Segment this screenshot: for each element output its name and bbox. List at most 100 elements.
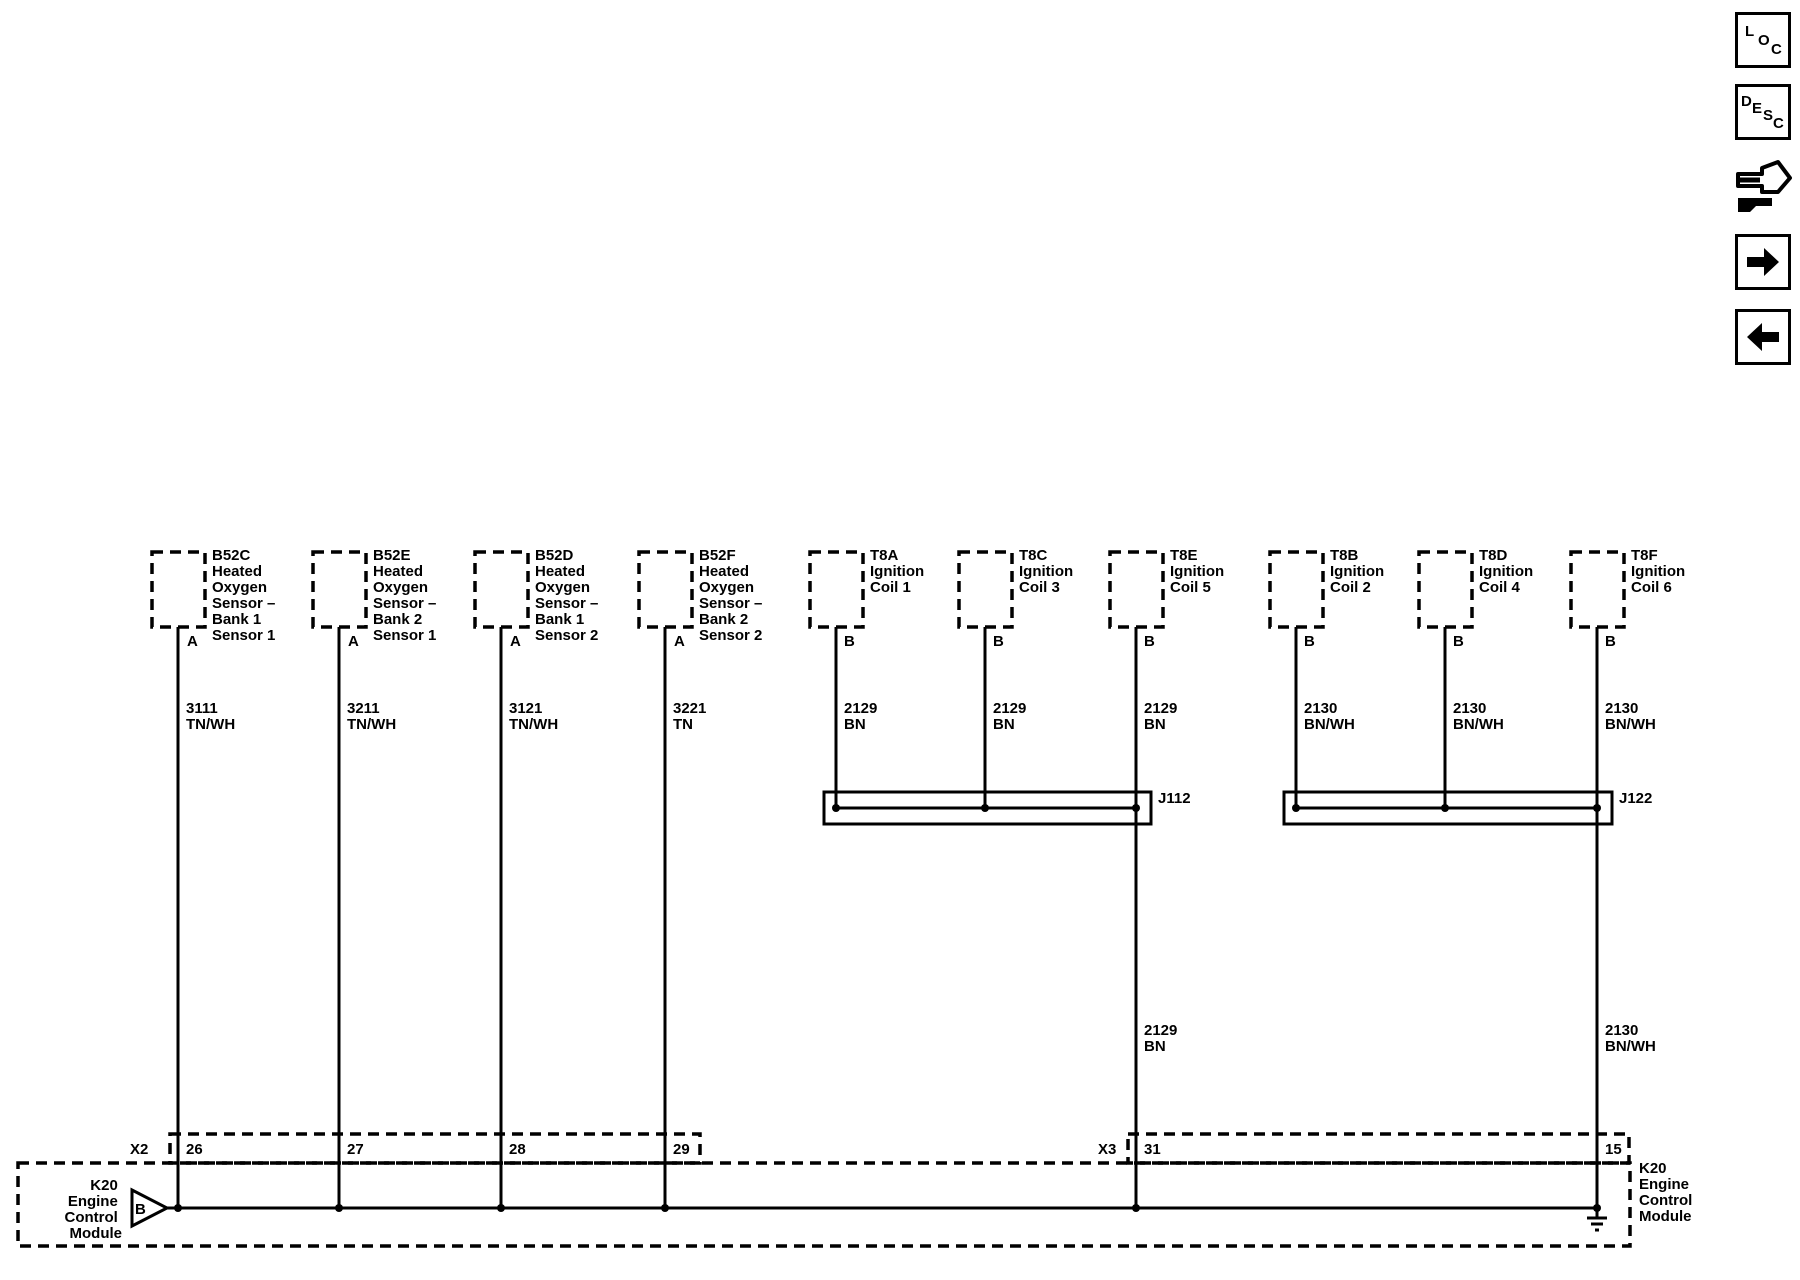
component-box-b52d [473,550,530,629]
ecm-pin-26: 26 [186,1141,203,1158]
component-box-b52f [637,550,694,629]
splice-node [1593,804,1601,812]
bus-node [174,1204,182,1212]
component-box-t8b [1268,550,1325,629]
pin-label-b52c: A [187,633,198,650]
pin-label-t8d: B [1453,633,1464,650]
splice-label-j122: J122 [1619,790,1652,807]
pin-label-t8f: B [1605,633,1616,650]
ecm-pin-31: 31 [1144,1141,1161,1158]
pin-label-t8a: B [844,633,855,650]
circuit-label-3111: 3111 TN/WH [186,700,235,733]
description-icon: D E S C [1741,93,1784,132]
splice-node [832,804,840,812]
location-button[interactable]: L O C [1735,12,1791,68]
svg-text:C: C [1773,115,1784,132]
component-label-b52e: B52E Heated Oxygen Sensor – Bank 2 Senso… [373,547,441,644]
pin-label-b52d: A [510,633,521,650]
component-labels: B52C Heated Oxygen Sensor – Bank 1 Senso… [212,547,1689,644]
next-page-button[interactable] [1735,234,1791,290]
ground-icon [1587,1208,1607,1232]
component-label-t8f: T8F Ignition Coil 6 [1631,547,1689,596]
bus-node [1132,1204,1140,1212]
connector-box-x3 [1126,1132,1631,1165]
connector-label-x2: X2 [130,1141,148,1158]
circuit-label-2129-coil5: 2129 BN [1144,700,1182,733]
circuit-label-3211: 3211 TN/WH [347,700,396,733]
svg-text:L: L [1745,23,1754,40]
component-label-b52d: B52D Heated Oxygen Sensor – Bank 1 Senso… [535,547,603,644]
pin-label-b52f: A [674,633,685,650]
ecm-reference-triangle-icon [130,1187,171,1229]
connector-x3: X3 31 15 [1098,1132,1631,1165]
connector-tool-button[interactable] [1732,154,1796,218]
wires [167,627,1599,1210]
svg-text:E: E [1752,100,1762,117]
circuit-label-3221: 3221 TN [673,700,711,733]
splice-label-j112: J112 [1158,790,1191,807]
component-box-b52c [150,550,207,629]
bus-node [661,1204,669,1212]
arrow-right-icon [1747,248,1779,276]
component-box-b52e [311,550,368,629]
component-label-t8e: T8E Ignition Coil 5 [1170,547,1228,596]
circuit-label-2130-lower: 2130 BN/WH [1605,1022,1656,1055]
ecm-pin-28: 28 [509,1141,526,1158]
description-button[interactable]: D E S C [1735,84,1791,140]
component-box-t8e [1108,550,1165,629]
component-label-b52c: B52C Heated Oxygen Sensor – Bank 1 Senso… [212,547,280,644]
circuit-label-2130-coil4: 2130 BN/WH [1453,700,1504,733]
circuit-labels: 3111 TN/WH 3211 TN/WH 3121 TN/WH 3221 TN… [186,700,1656,1055]
component-box-t8f [1569,550,1626,629]
splice-j122: J122 [1282,790,1652,826]
splice-j112: J112 [822,790,1191,826]
splice-node [1292,804,1300,812]
component-label-t8b: T8B Ignition Coil 2 [1330,547,1388,596]
ecm-pin-29: 29 [673,1141,690,1158]
bus-node [335,1204,343,1212]
svg-text:D: D [1741,93,1752,110]
ecm-pin-27: 27 [347,1141,364,1158]
circuit-label-3121: 3121 TN/WH [509,700,558,733]
ecm-label-right: K20 Engine Control Module [1639,1160,1697,1225]
ecm-label-left: K20 Engine Control Module [65,1177,123,1242]
component-label-b52f: B52F Heated Oxygen Sensor – Bank 2 Senso… [699,547,767,644]
connector-tool-icon [1736,160,1792,212]
circuit-label-2129-lower: 2129 BN [1144,1022,1182,1055]
connector-label-x3: X3 [1098,1141,1116,1158]
pin-label-t8b: B [1304,633,1315,650]
splice-node [1441,804,1449,812]
splice-box-j122 [1282,790,1614,826]
component-label-t8c: T8C Ignition Coil 3 [1019,547,1077,596]
svg-text:S: S [1763,107,1773,124]
ecm-box [16,1161,1632,1248]
arrow-left-icon [1747,323,1779,351]
connector-x2: X2 26 27 28 29 [130,1132,702,1165]
circuit-label-2130-coil2: 2130 BN/WH [1304,700,1355,733]
component-box-t8c [957,550,1014,629]
splice-node [1132,804,1140,812]
circuit-label-2130-coil6: 2130 BN/WH [1605,700,1656,733]
component-box-t8a [808,550,865,629]
component-label-t8a: T8A Ignition Coil 1 [870,547,928,596]
pin-label-t8e: B [1144,633,1155,650]
pin-label-t8c: B [993,633,1004,650]
previous-page-button[interactable] [1735,309,1791,365]
pin-labels: A A A A B B B B B B [187,633,1616,650]
ecm-pin-15: 15 [1605,1141,1622,1158]
location-icon: L O C [1745,23,1782,58]
splice-node [981,804,989,812]
circuit-label-2129-coil1: 2129 BN [844,700,882,733]
svg-text:C: C [1771,41,1782,58]
svg-text:O: O [1758,32,1770,49]
ecm-module: K20 Engine Control Module K20 Engine Con… [16,1160,1697,1248]
circuit-label-2129-coil3: 2129 BN [993,700,1031,733]
component-box-t8d [1417,550,1474,629]
component-label-t8d: T8D Ignition Coil 4 [1479,547,1537,596]
bus-node [497,1204,505,1212]
connector-box-x2 [168,1132,702,1165]
pin-label-b52e: A [348,633,359,650]
ecm-reference-symbol: B [135,1201,146,1218]
splice-box-j112 [822,790,1153,826]
